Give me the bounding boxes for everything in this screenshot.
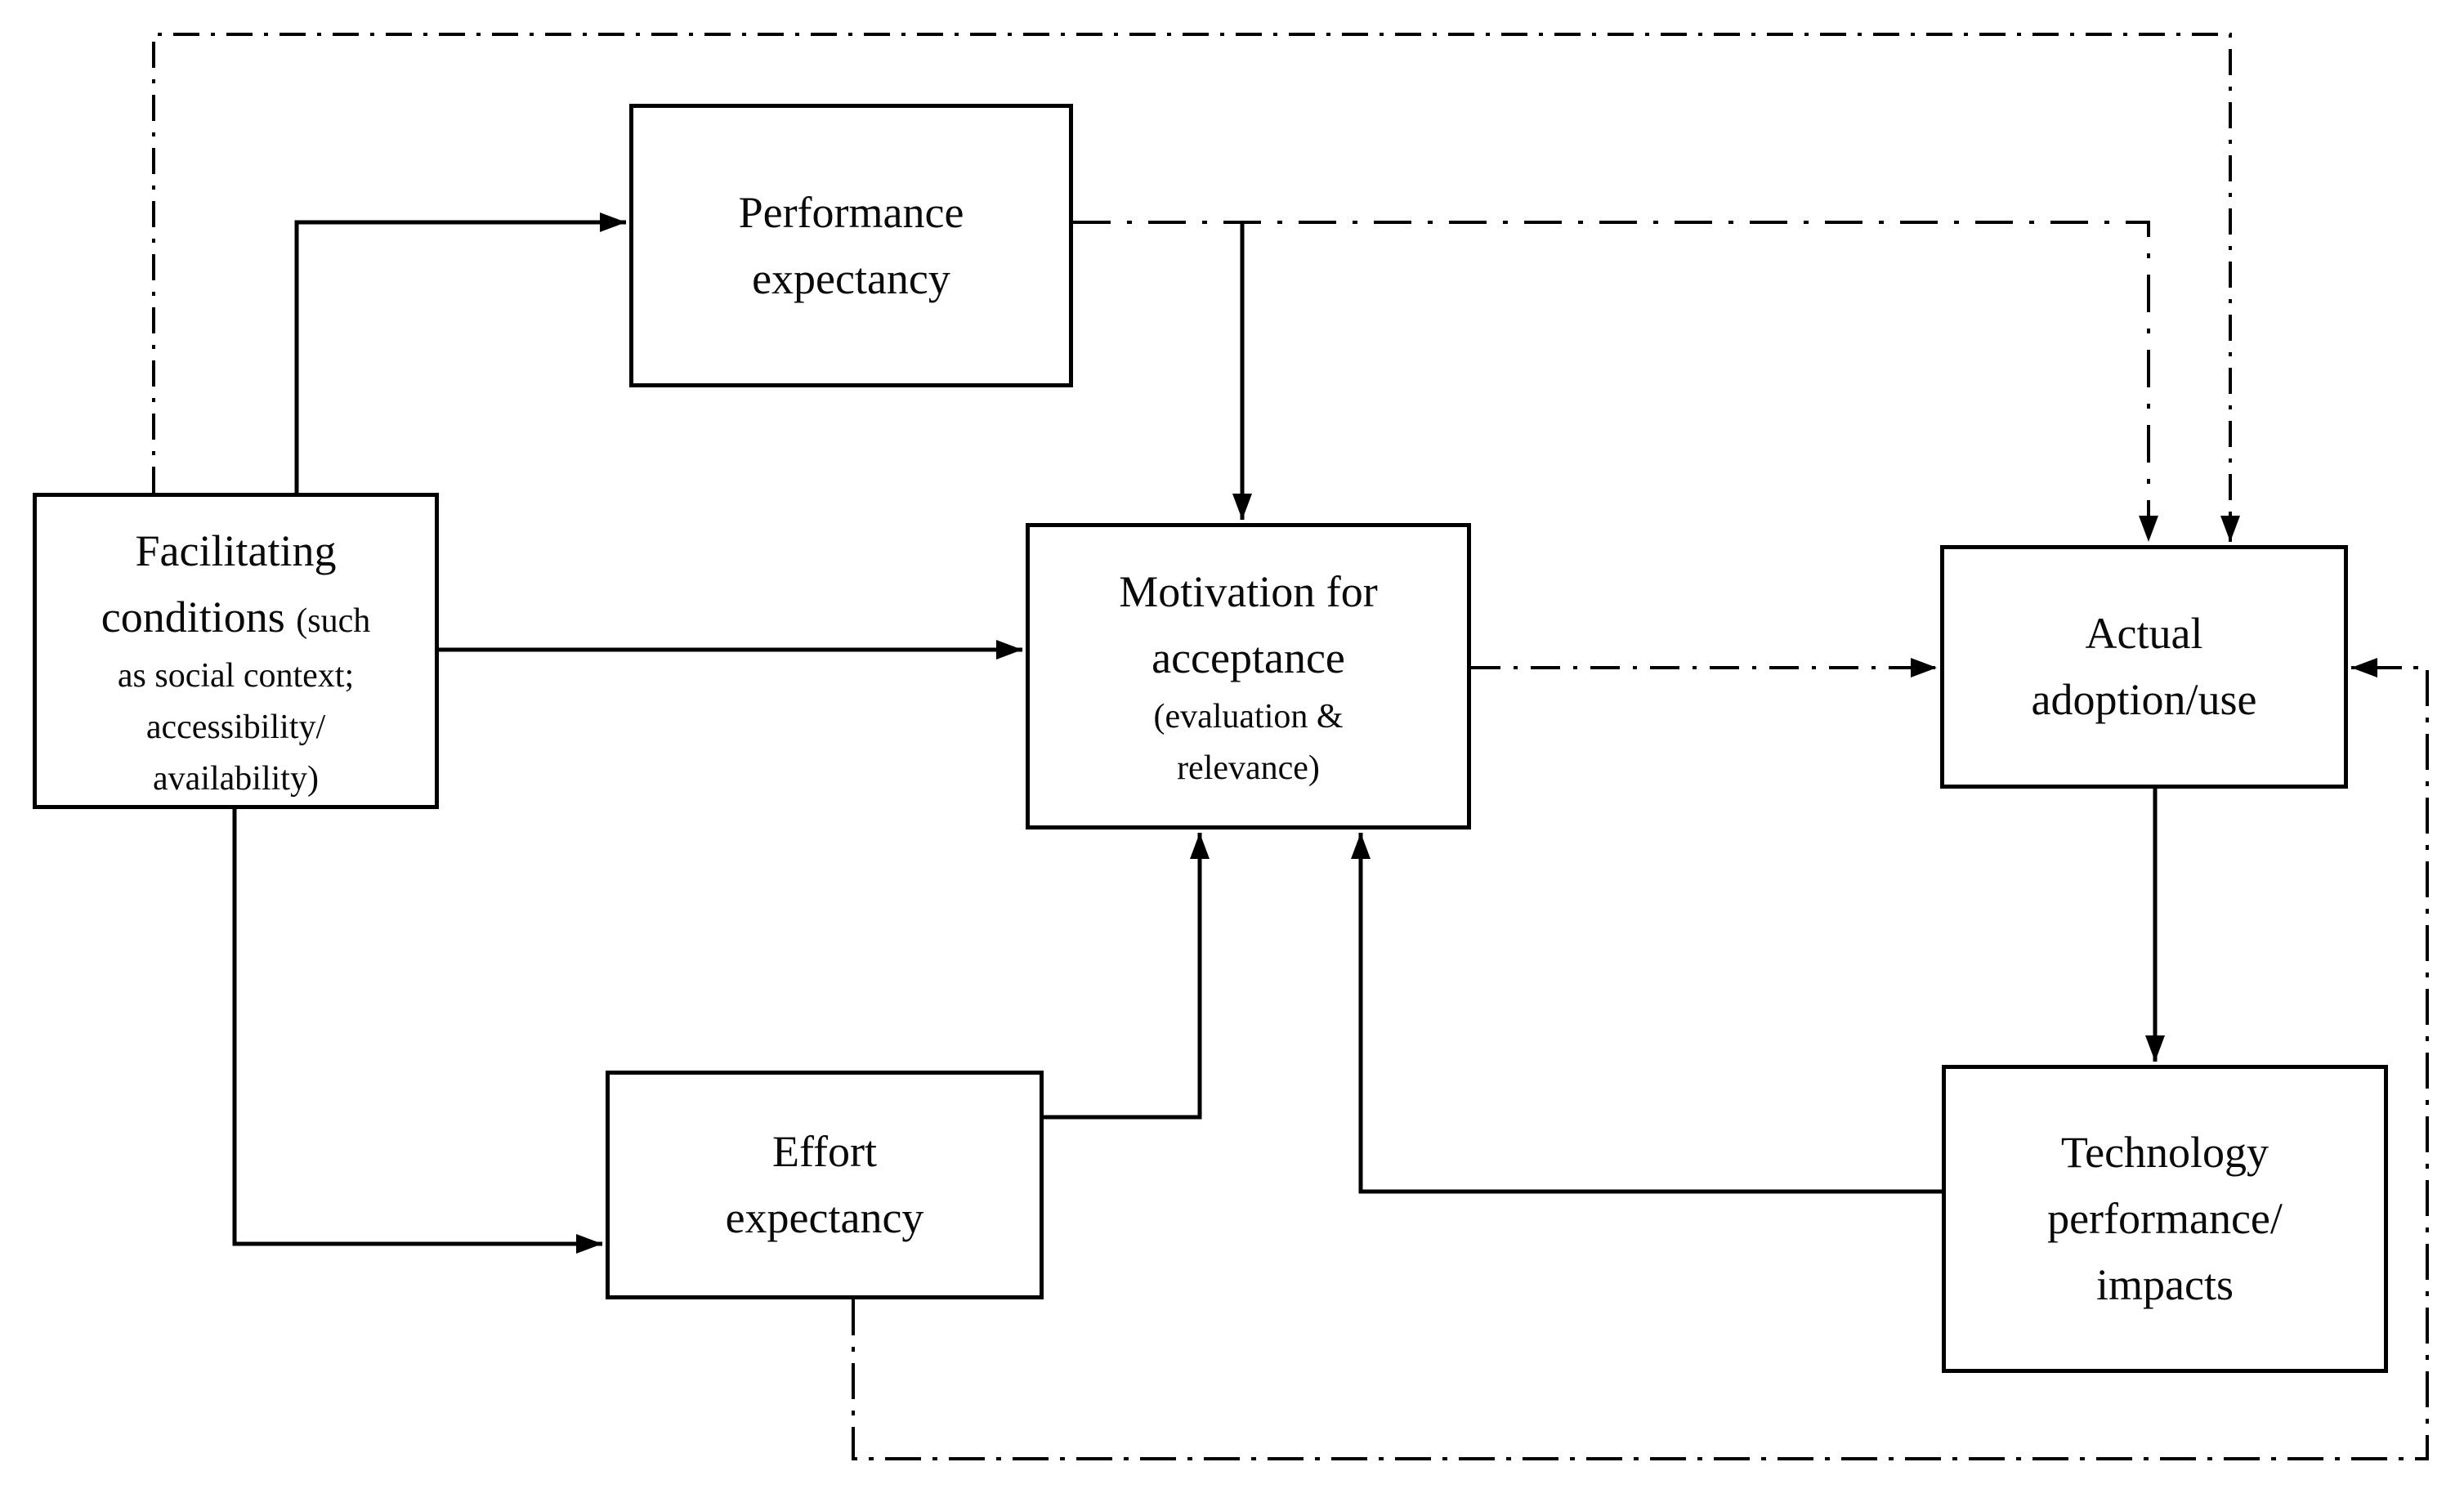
- node-effort-label: Effort expectancy: [725, 1127, 924, 1242]
- node-actual-adoption-use: Actual adoption/use: [1940, 545, 2348, 789]
- edge-facilitating-to-effort: [232, 809, 602, 1254]
- node-facilitating-label: Facilitating conditions: [101, 526, 337, 642]
- node-facilitating-conditions: Facilitating conditions (such as social …: [33, 493, 439, 809]
- edge-tech-to-motivation: [1351, 833, 1942, 1194]
- node-motivation-sublabel: (evaluation & relevance): [1153, 697, 1344, 787]
- edge-effort-to-actual: [852, 658, 2429, 1460]
- edge-facilitating-to-performance: [294, 212, 626, 493]
- node-performance-expectancy: Performance expectancy: [629, 104, 1073, 387]
- edge-facilitating-to-actual: [152, 33, 2240, 542]
- node-motivation-for-acceptance: Motivation for acceptance (evaluation & …: [1026, 523, 1471, 829]
- node-motivation-label: Motivation for acceptance: [1119, 566, 1378, 682]
- edge-performance-to-actual: [1073, 221, 2158, 542]
- node-performance-label: Performance expectancy: [738, 187, 964, 303]
- node-technology-performance-impacts: Technology performance/ impacts: [1942, 1065, 2388, 1373]
- node-actual-label: Actual adoption/use: [2031, 609, 2257, 724]
- node-facilitating-sublabel: (such as social context; accessibility/ …: [117, 602, 371, 798]
- edge-effort-to-motivation: [1044, 833, 1210, 1120]
- node-tech-label: Technology performance/ impacts: [2047, 1128, 2283, 1309]
- node-effort-expectancy: Effort expectancy: [606, 1071, 1044, 1299]
